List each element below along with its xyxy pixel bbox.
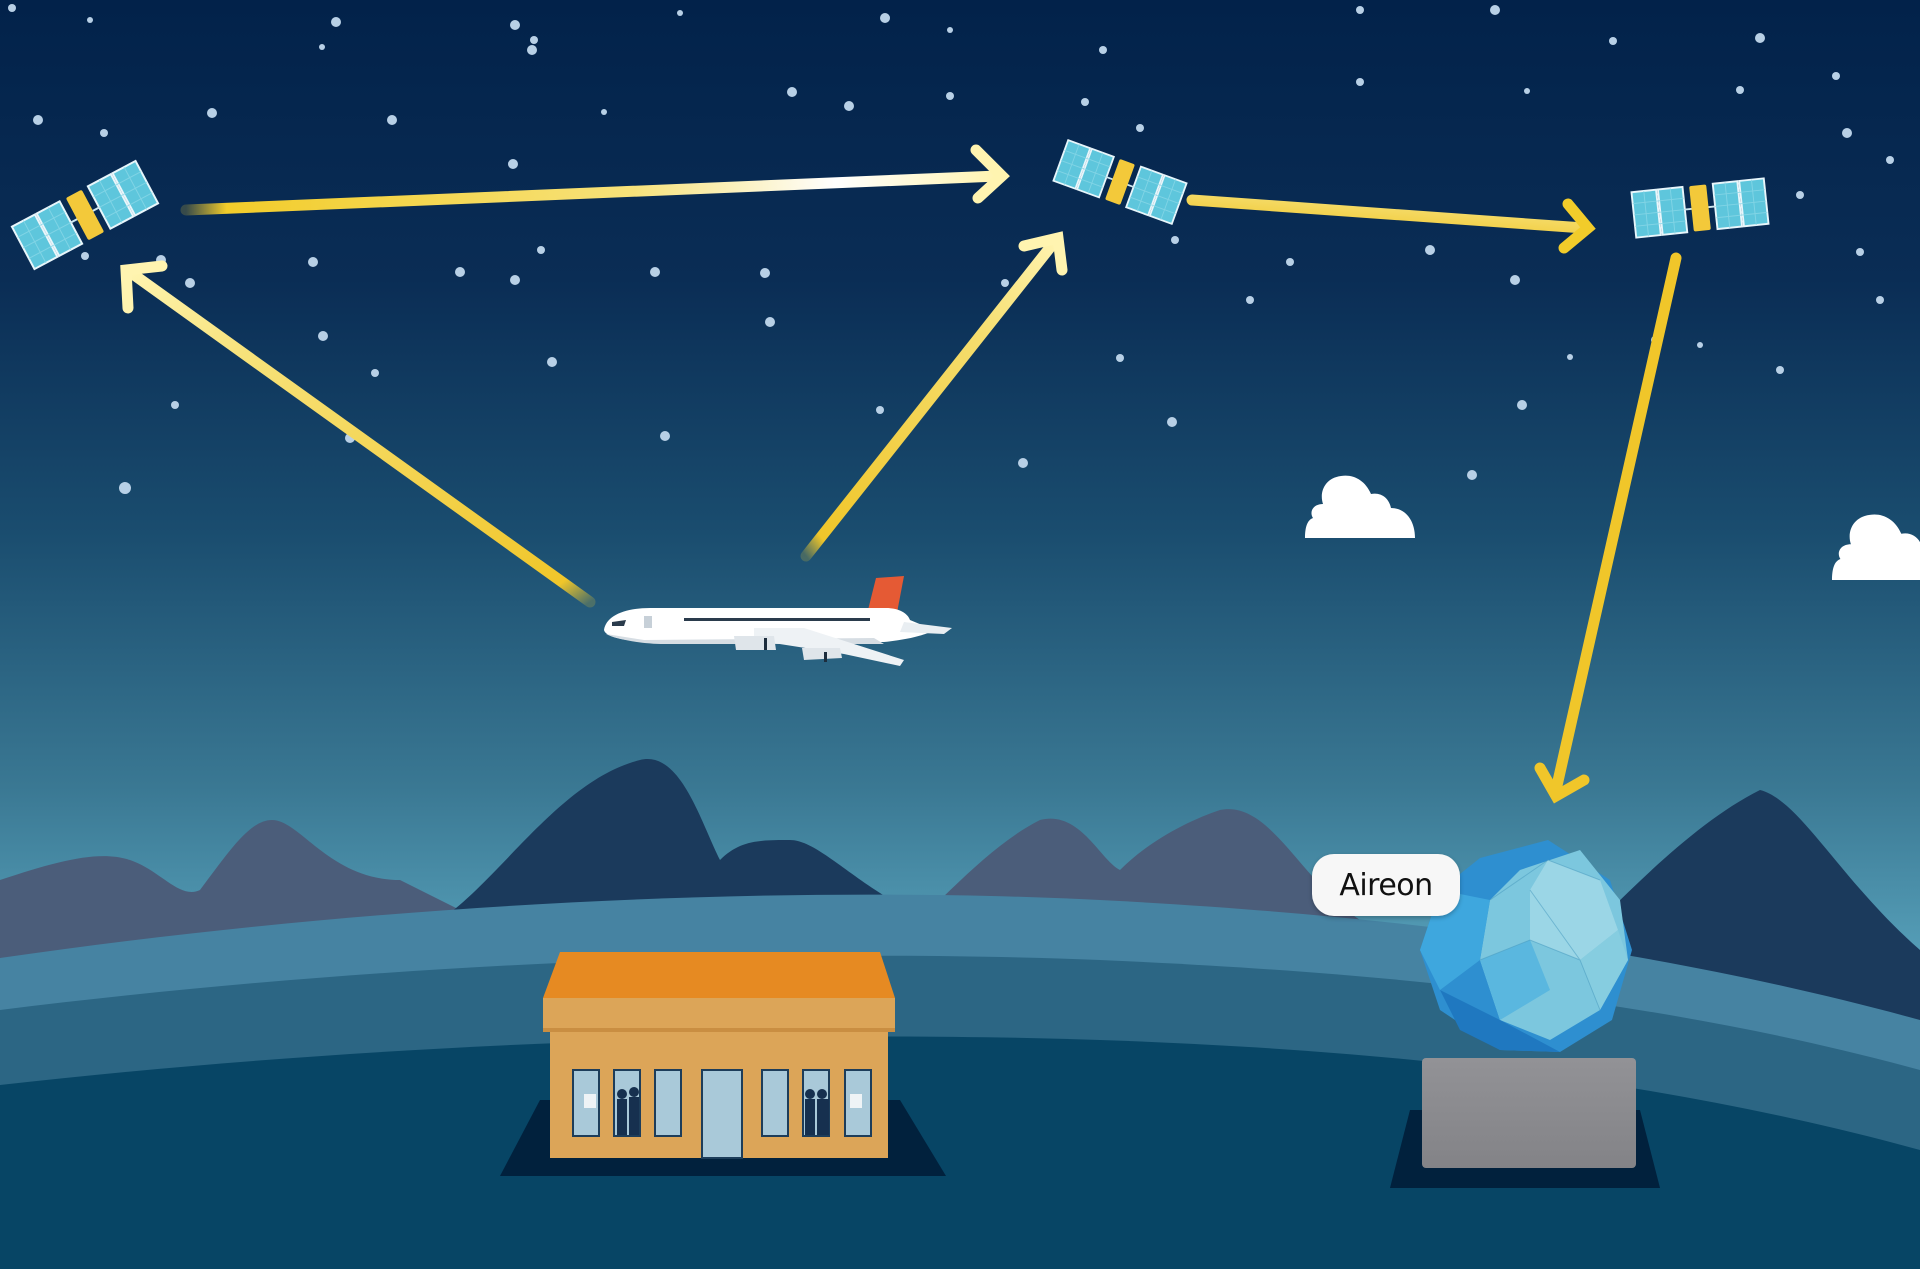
signal-arrows [120,144,1682,804]
airplane-icon [604,576,952,666]
control-building-icon [500,952,946,1176]
ground-station-dome-icon [1390,840,1660,1188]
stars [8,4,1894,494]
ground-station-label: Aireon [1312,854,1460,916]
